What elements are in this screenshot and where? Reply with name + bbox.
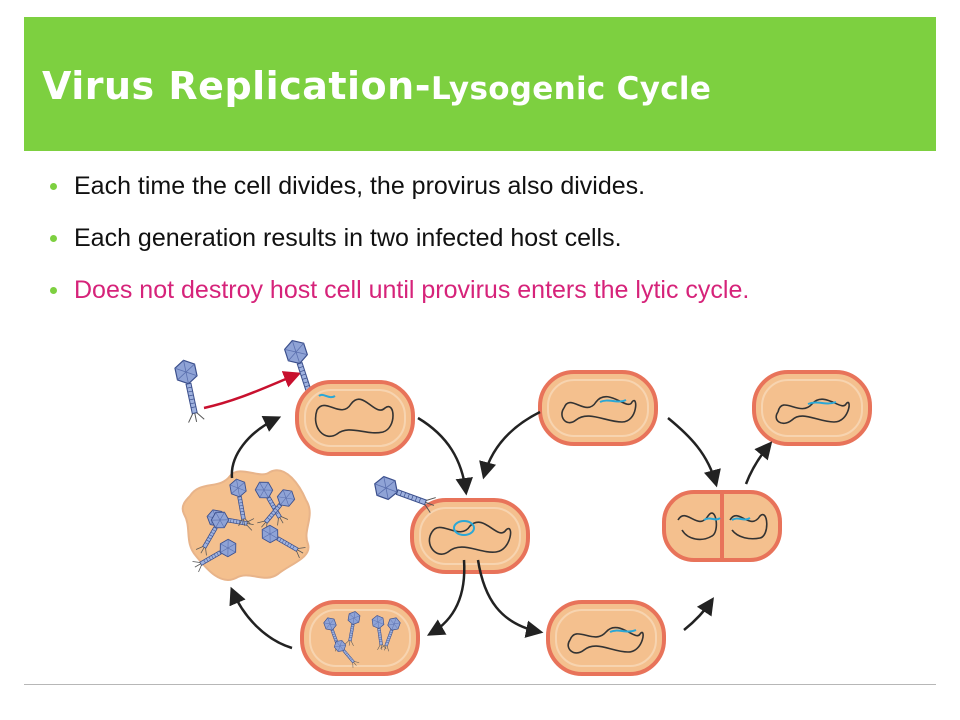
phage-icon-1: [173, 357, 207, 425]
bacterial-cell-icon-4: [752, 370, 872, 446]
bullet-text-1: Each time the cell divides, the provirus…: [74, 172, 646, 200]
phage-icon-3: [370, 473, 438, 516]
cycle-arrow-icon: [229, 410, 773, 650]
lysed-cell-icon: [181, 469, 311, 581]
bacterial-cell-icon-6: [300, 600, 420, 676]
bullet-item-2: Each generation results in two infected …: [48, 222, 918, 254]
dividing-cell-icon: [662, 490, 782, 562]
infection-arrow-icon: [203, 371, 302, 410]
bacterial-cell-icon-2: [410, 498, 530, 574]
bullet-item-3: Does not destroy host cell until proviru…: [48, 274, 918, 306]
bacterial-cell-icon-1: [295, 380, 415, 456]
bacterial-cell-icon-3: [538, 370, 658, 446]
bullet-dot: [50, 235, 57, 242]
bullet-item-1: Each time the cell divides, the provirus…: [48, 170, 918, 202]
bullet-dot: [50, 183, 57, 190]
bullet-text-2: Each generation results in two infected …: [74, 224, 622, 252]
title-bar: [24, 17, 936, 151]
bullet-text-3: Does not destroy host cell until proviru…: [74, 276, 750, 304]
slide-title: Virus Replication-Lysogenic Cycle: [42, 64, 711, 108]
bullet-list: Each time the cell divides, the provirus…: [48, 170, 918, 306]
title-main: Virus Replication-: [42, 64, 431, 108]
title-sub: Lysogenic Cycle: [430, 71, 712, 107]
bullet-dot: [50, 287, 57, 294]
footer-divider: [24, 684, 936, 685]
bacterial-cell-icon-5: [546, 600, 666, 676]
